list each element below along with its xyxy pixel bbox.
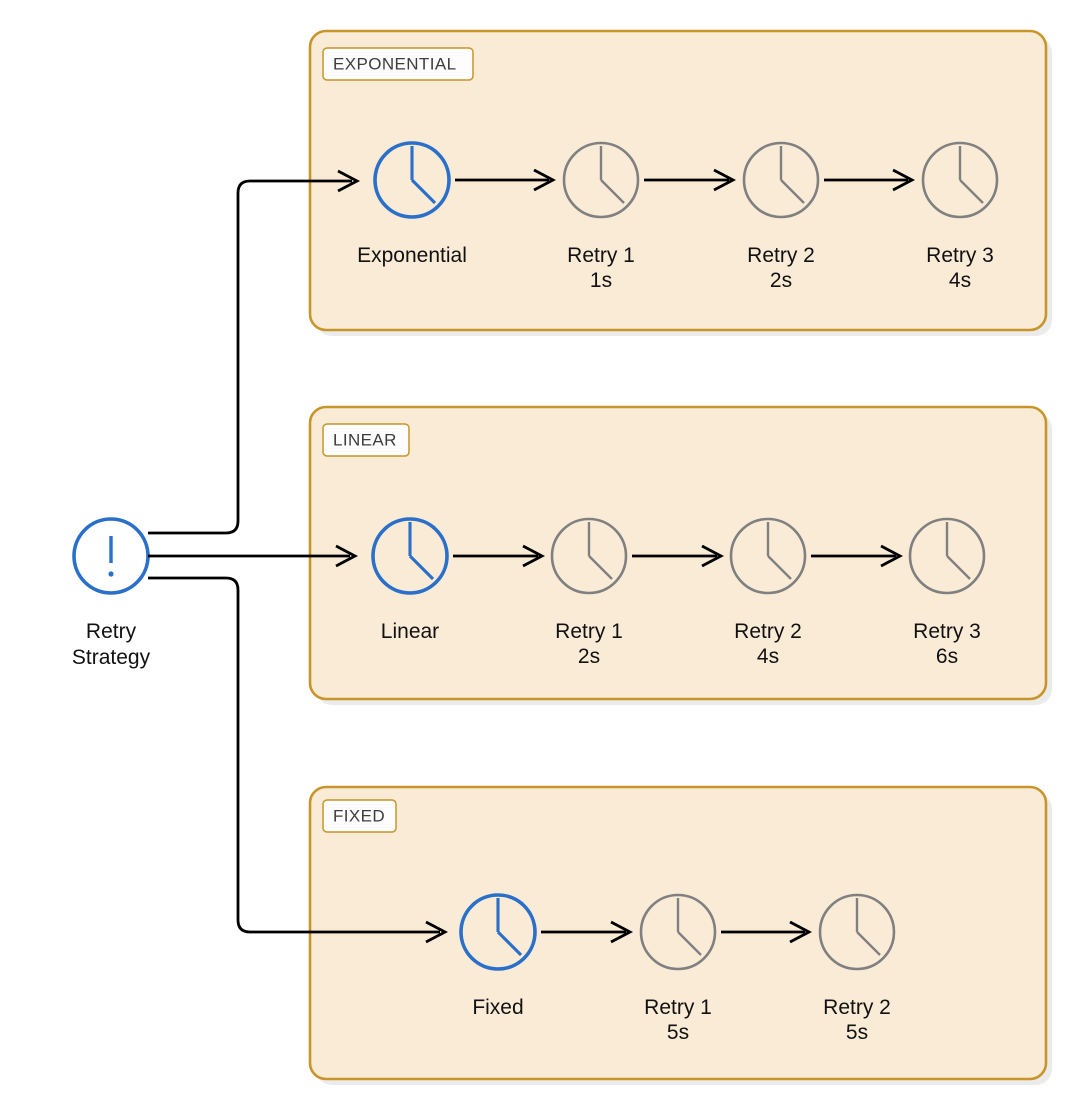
node-label: Fixed bbox=[472, 996, 523, 1019]
node-label: Retry 2 bbox=[823, 996, 891, 1019]
node-fixed-0[interactable]: Fixed bbox=[459, 893, 537, 1019]
exclamation-dot bbox=[108, 571, 114, 577]
clock-icon bbox=[921, 141, 999, 219]
edge-exponential-1-2 bbox=[644, 168, 737, 192]
clock-icon bbox=[908, 517, 986, 595]
node-label: Retry 1 bbox=[555, 620, 623, 643]
node-linear-0[interactable]: Linear bbox=[371, 517, 449, 643]
connector-root-to-exponential bbox=[148, 169, 361, 535]
group-exponential-chip: EXPONENTIAL bbox=[322, 47, 474, 81]
node-sublabel: 6s bbox=[936, 645, 958, 668]
clock-icon bbox=[729, 517, 807, 595]
node-sublabel: 4s bbox=[949, 269, 971, 292]
clock-icon bbox=[371, 517, 449, 595]
clock-icon bbox=[818, 893, 896, 971]
clock-hand-minute bbox=[410, 178, 437, 205]
connector-root-to-fixed bbox=[148, 576, 449, 944]
node-sublabel: 5s bbox=[846, 1021, 868, 1044]
node-sublabel: 4s bbox=[757, 645, 779, 668]
chip-background bbox=[322, 423, 410, 457]
node-label: Retry 3 bbox=[926, 244, 994, 267]
group-linear-body bbox=[308, 405, 1048, 701]
connector-root-to-linear bbox=[148, 544, 359, 568]
node-linear-2[interactable]: Retry 2 4s bbox=[729, 517, 807, 668]
clock-icon bbox=[562, 141, 640, 219]
node-label: Retry 2 bbox=[747, 244, 815, 267]
edge-linear-1-2 bbox=[632, 544, 725, 568]
node-sublabel: 2s bbox=[578, 645, 600, 668]
root-label-line2: Strategy bbox=[72, 646, 151, 669]
clock-hand-minute bbox=[856, 931, 881, 956]
node-linear-3[interactable]: Retry 3 6s bbox=[908, 517, 986, 668]
node-linear-1[interactable]: Retry 1 2s bbox=[550, 517, 628, 668]
root-label-line1: Retry bbox=[86, 620, 137, 643]
node-label: Retry 2 bbox=[734, 620, 802, 643]
node-sublabel: 2s bbox=[770, 269, 792, 292]
node-exponential-1[interactable]: Retry 1 1s bbox=[562, 141, 640, 292]
clock-hand-minute bbox=[767, 555, 792, 580]
edge-linear-0-1 bbox=[453, 544, 546, 568]
clock-icon bbox=[459, 893, 537, 971]
node-retry-strategy-root[interactable]: Retry Strategy bbox=[72, 517, 151, 669]
clock-icon bbox=[639, 893, 717, 971]
group-exponential-chip-label: EXPONENTIAL bbox=[333, 54, 456, 73]
chip-background bbox=[322, 47, 474, 81]
node-label: Retry 1 bbox=[644, 996, 712, 1019]
group-linear[interactable]: LINEAR Linear Retry 1 2s bbox=[308, 405, 1052, 705]
node-label: Exponential bbox=[357, 244, 467, 267]
clock-hand-minute bbox=[677, 931, 702, 956]
clock-hand-minute bbox=[600, 179, 625, 204]
clock-hand-minute bbox=[959, 179, 984, 204]
edge-exponential-0-1 bbox=[455, 168, 557, 192]
edge-exponential-2-3 bbox=[824, 168, 916, 192]
clock-icon bbox=[742, 141, 820, 219]
group-linear-chip-label: LINEAR bbox=[333, 430, 397, 449]
node-exponential-3[interactable]: Retry 3 4s bbox=[921, 141, 999, 292]
node-sublabel: 5s bbox=[667, 1021, 689, 1044]
node-label: Retry 3 bbox=[913, 620, 981, 643]
node-label: Retry 1 bbox=[567, 244, 635, 267]
group-linear-chip: LINEAR bbox=[322, 423, 410, 457]
edge-linear-2-3 bbox=[811, 544, 904, 568]
node-fixed-1[interactable]: Retry 1 5s bbox=[639, 893, 717, 1044]
clock-hand-minute bbox=[780, 179, 805, 204]
node-exponential-0[interactable]: Exponential bbox=[357, 141, 467, 267]
node-fixed-2[interactable]: Retry 2 5s bbox=[818, 893, 896, 1044]
chip-background bbox=[322, 799, 397, 833]
group-fixed-chip: FIXED bbox=[322, 799, 397, 833]
node-label: Linear bbox=[381, 620, 439, 643]
group-exponential[interactable]: EXPONENTIAL Exponential Retry 1 1s bbox=[308, 29, 1052, 336]
clock-hand-minute bbox=[496, 930, 523, 957]
edge-fixed-0-1 bbox=[541, 920, 634, 944]
clock-hand-minute bbox=[946, 555, 971, 580]
group-fixed-chip-label: FIXED bbox=[333, 806, 385, 825]
clock-hand-minute bbox=[408, 554, 435, 581]
node-exponential-2[interactable]: Retry 2 2s bbox=[742, 141, 820, 292]
clock-icon bbox=[550, 517, 628, 595]
clock-hand-minute bbox=[588, 555, 613, 580]
edge-fixed-1-2 bbox=[721, 920, 813, 944]
node-sublabel: 1s bbox=[590, 269, 612, 292]
group-fixed[interactable]: FIXED Fixed Retry 1 5s Re bbox=[308, 785, 1052, 1085]
clock-icon bbox=[373, 141, 451, 219]
